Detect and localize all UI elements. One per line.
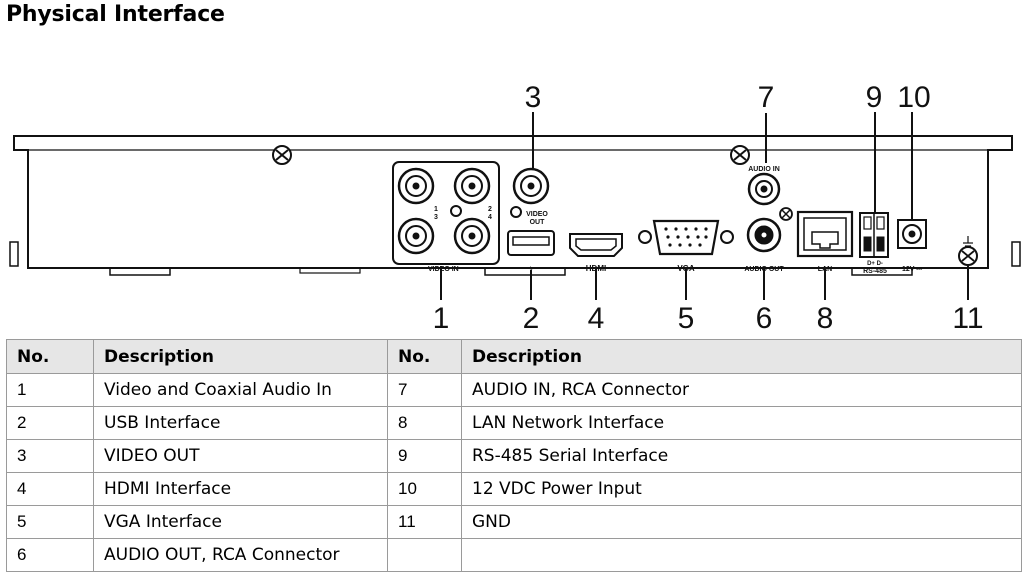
interface-table: No. Description No. Description 1 Video … — [6, 339, 1022, 572]
hdmi-port — [569, 233, 623, 257]
usb-icon: ⭏ — [529, 263, 532, 273]
callout-9: 9 — [866, 81, 883, 114]
callout-8: 8 — [817, 302, 834, 335]
callout-10: 10 — [897, 81, 930, 114]
cell-no: 10 — [387, 472, 462, 506]
cell-no: 11 — [387, 505, 462, 539]
cell-description: LAN Network Interface — [461, 406, 1022, 440]
cell-description: AUDIO IN, RCA Connector — [461, 373, 1022, 407]
lan-port — [796, 210, 854, 258]
callout-lines — [440, 112, 969, 300]
vga-port — [638, 219, 734, 256]
table-row: 5 VGA Interface 11 GND — [6, 505, 1022, 539]
cell-no: 6 — [6, 538, 94, 572]
svg-text:RS-485: RS-485 — [863, 268, 887, 275]
video-in-bnc-ports — [392, 161, 500, 265]
cell-description: GND — [461, 505, 1022, 539]
cell-no: 7 — [387, 373, 462, 407]
cell-description: Video and Coaxial Audio In — [93, 373, 388, 407]
screw-icon — [779, 207, 793, 221]
cell-no: 5 — [6, 505, 94, 539]
svg-text:12V ⎓: 12V ⎓ — [902, 266, 922, 273]
usb-port — [507, 230, 555, 256]
callout-3: 3 — [525, 81, 542, 114]
callout-5: 5 — [678, 302, 695, 335]
cell-description — [461, 538, 1022, 572]
table-row: 3 VIDEO OUT 9 RS-485 Serial Interface — [6, 439, 1022, 473]
cell-no: 1 — [6, 373, 94, 407]
cell-description: USB Interface — [93, 406, 388, 440]
audio-out-rca-port — [746, 217, 782, 253]
callout-6: 6 — [756, 302, 773, 335]
power-jack — [897, 219, 927, 249]
callout-4: 4 — [588, 302, 605, 335]
cell-no: 4 — [6, 472, 94, 506]
callout-11: 11 — [952, 302, 983, 335]
cell-description: HDMI Interface — [93, 472, 388, 506]
video-out-bnc-port — [510, 167, 550, 218]
cell-no: 9 — [387, 439, 462, 473]
table-row: 2 USB Interface 8 LAN Network Interface — [6, 406, 1022, 440]
svg-text:OUT: OUT — [530, 219, 546, 226]
svg-text:VIDEO IN: VIDEO IN — [428, 266, 459, 273]
callout-numbers: 1 2 3 4 5 6 7 8 9 10 11 — [433, 81, 984, 335]
rs485-terminal — [859, 212, 889, 258]
svg-text:4: 4 — [488, 214, 492, 221]
cell-description: VIDEO OUT — [93, 439, 388, 473]
svg-text:2: 2 — [488, 206, 492, 213]
header-no: No. — [387, 339, 462, 374]
cell-no: 8 — [387, 406, 462, 440]
table-row: 4 HDMI Interface 10 12 VDC Power Input — [6, 472, 1022, 506]
cell-description: VGA Interface — [93, 505, 388, 539]
svg-text:VIDEO: VIDEO — [526, 211, 548, 218]
ground-screw-icon — [958, 236, 978, 266]
table-row: 1 Video and Coaxial Audio In 7 AUDIO IN,… — [6, 373, 1022, 407]
cell-description: AUDIO OUT, RCA Connector — [93, 538, 388, 572]
callout-7: 7 — [758, 81, 775, 114]
page-title: Physical Interface — [6, 2, 225, 27]
callout-1: 1 — [433, 302, 450, 335]
svg-text:3: 3 — [434, 214, 438, 221]
cell-description: 12 VDC Power Input — [461, 472, 1022, 506]
audio-in-rca-port — [747, 172, 781, 206]
callout-2: 2 — [523, 302, 540, 335]
svg-text:AUDIO IN: AUDIO IN — [748, 166, 780, 173]
table-row: 6 AUDIO OUT, RCA Connector — [6, 538, 1022, 572]
cell-description: RS-485 Serial Interface — [461, 439, 1022, 473]
cell-no — [387, 538, 462, 572]
header-no: No. — [6, 339, 94, 374]
rear-panel-diagram: 1 3 2 4 VIDEO IN VIDEO OUT ⭏ HDMI VGA A — [0, 72, 1028, 340]
svg-text:D+ D-: D+ D- — [867, 261, 883, 267]
screw-icon — [272, 145, 750, 165]
header-description: Description — [461, 339, 1022, 374]
svg-text:1: 1 — [434, 206, 438, 213]
table-header-row: No. Description No. Description — [6, 339, 1022, 374]
header-description: Description — [93, 339, 388, 374]
cell-no: 2 — [6, 406, 94, 440]
cell-no: 3 — [6, 439, 94, 473]
